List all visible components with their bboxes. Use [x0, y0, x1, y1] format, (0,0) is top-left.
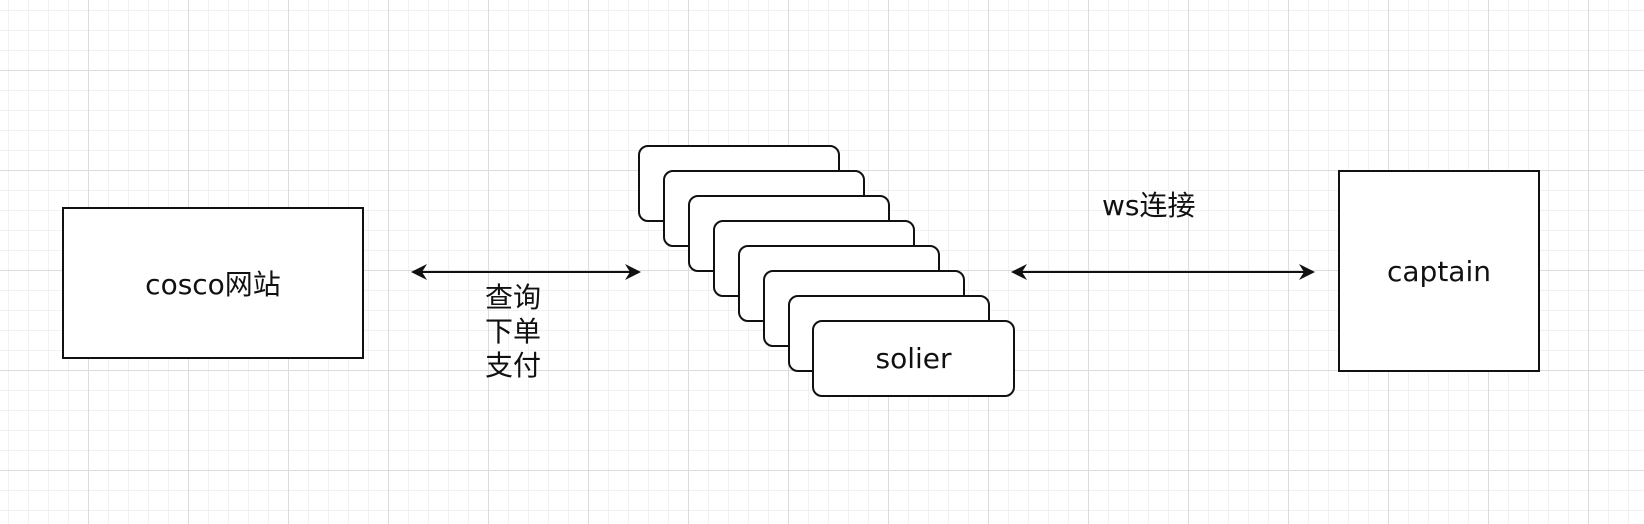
captain-node[interactable]: captain: [1338, 170, 1540, 372]
pay-label: 支付: [485, 349, 542, 382]
cosco-website-label: cosco网站: [145, 268, 281, 301]
query-label: 查询: [485, 281, 542, 314]
query-order-pay-label: 查询 下单 支付: [485, 281, 541, 383]
solier-label: solier: [875, 342, 952, 375]
captain-label: captain: [1387, 254, 1491, 288]
order-label: 下单: [485, 315, 542, 348]
solier-node[interactable]: solier: [812, 320, 1015, 397]
cosco-website-node[interactable]: cosco网站: [62, 207, 364, 359]
ws-connection-label: ws连接: [1102, 189, 1196, 222]
